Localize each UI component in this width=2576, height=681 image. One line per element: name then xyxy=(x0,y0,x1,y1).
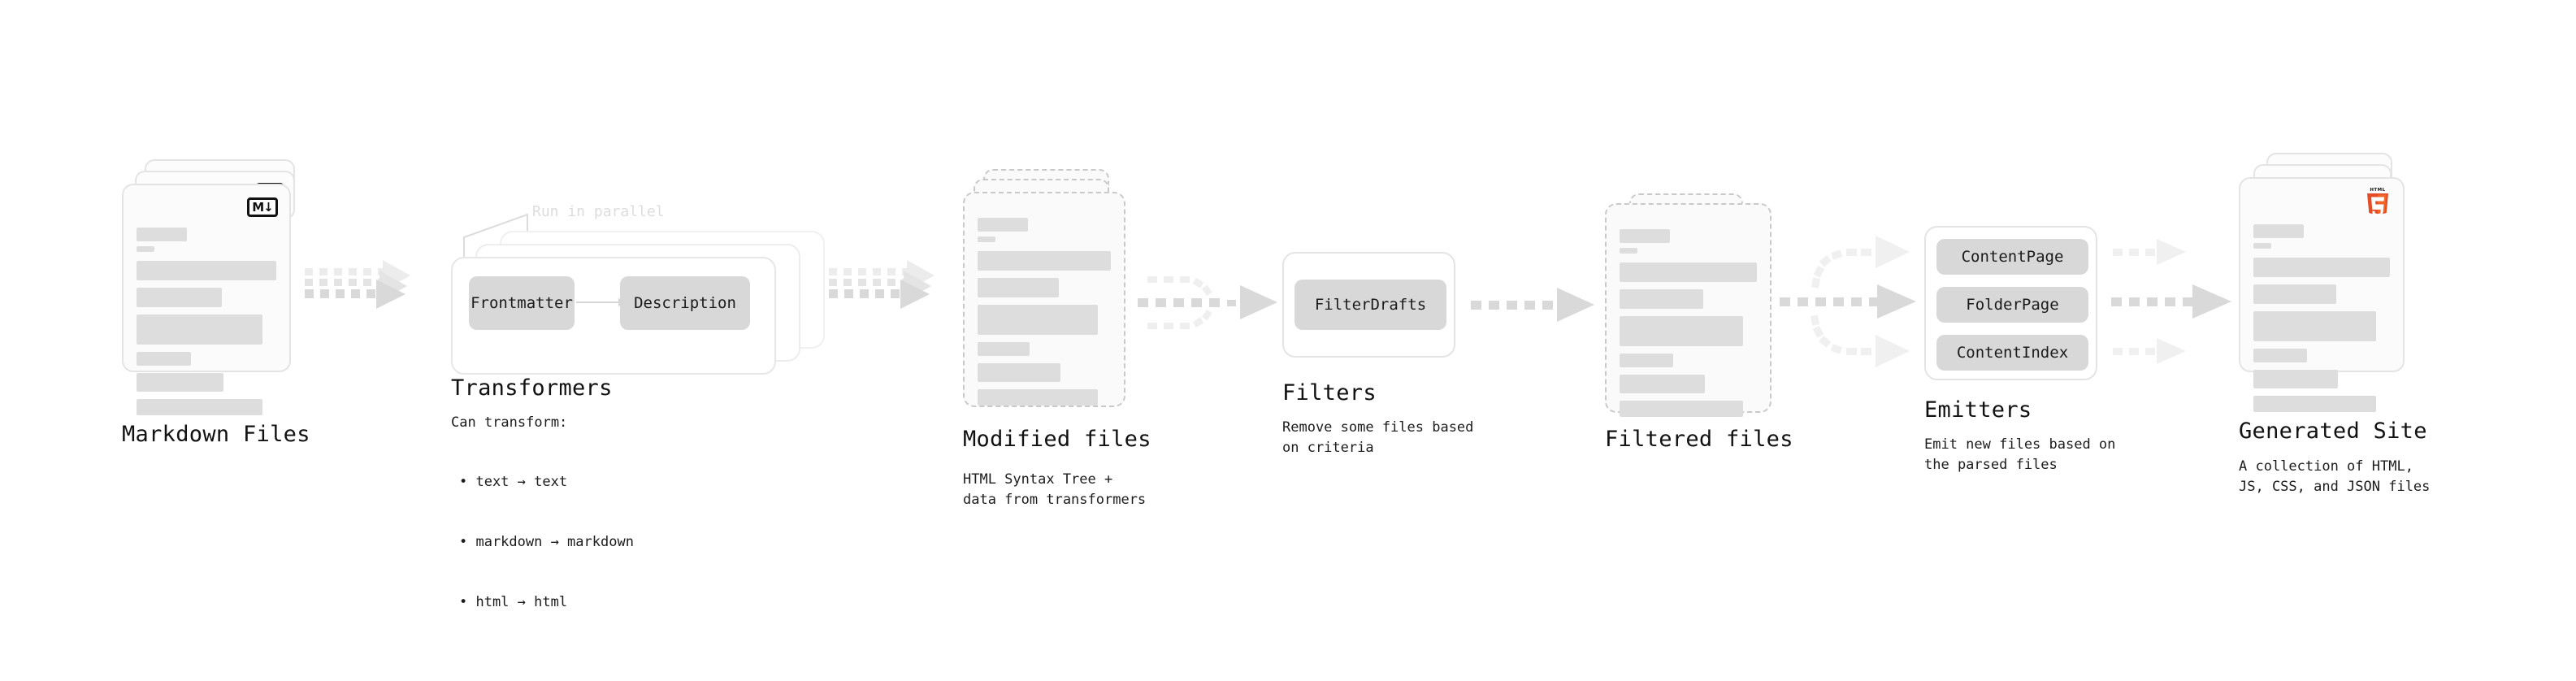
html5-icon: HTML xyxy=(2366,186,2390,217)
svg-text:HTML: HTML xyxy=(2370,188,2385,193)
skeleton-bar xyxy=(1620,229,1670,243)
skeleton-bar xyxy=(137,288,222,307)
transformer-card-front: Frontmatter Description xyxy=(451,257,776,375)
stage-modified-files xyxy=(963,169,1150,407)
bullet-item: • markdown → markdown xyxy=(459,534,634,551)
page-title-modified-files: Modified files xyxy=(963,427,1151,452)
transformers-subtitle-heading: Can transform: xyxy=(451,414,568,431)
markdown-icon: M↓ xyxy=(247,197,278,217)
run-in-parallel-bracket xyxy=(463,213,528,260)
skeleton-bar xyxy=(978,342,1030,356)
page-title-emitters: Emitters xyxy=(1924,397,2032,423)
site-doc-skeleton xyxy=(2253,224,2390,412)
skeleton-bar xyxy=(2253,311,2377,341)
skeleton-bar xyxy=(1620,316,1744,346)
connector-modified-to-filters xyxy=(1138,276,1277,329)
filtered-doc-front xyxy=(1605,203,1772,417)
skeleton-bar xyxy=(978,363,1060,382)
modified-doc-front xyxy=(963,192,1125,407)
emitters-subtitle: Emit new files based on the parsed files xyxy=(1924,436,2116,473)
skeleton-bar xyxy=(1620,354,1673,367)
bullet-item: • text → text xyxy=(459,474,568,491)
skeleton-bar xyxy=(137,261,276,280)
modified-files-subtitle: HTML Syntax Tree + data from transformer… xyxy=(963,471,1147,508)
filters-card: FilterDrafts xyxy=(1282,252,1455,358)
skeleton-bar xyxy=(2253,243,2271,249)
emitter-chip-folderpage[interactable]: FolderPage xyxy=(1936,287,2088,323)
stage-filtered-files xyxy=(1605,193,1784,417)
skeleton-bar xyxy=(1620,248,1637,254)
skeleton-bar xyxy=(1620,375,1705,393)
skeleton-bar xyxy=(2253,396,2377,412)
skeleton-bar xyxy=(137,314,262,345)
filtered-doc-skeleton xyxy=(1620,229,1757,417)
modified-doc-skeleton xyxy=(978,218,1111,406)
skeleton-bar xyxy=(978,236,995,242)
skeleton-bar xyxy=(978,278,1060,297)
skeleton-bar xyxy=(1620,401,1744,417)
connector-emitters-to-site xyxy=(2111,239,2231,364)
page-title-filters: Filters xyxy=(1282,380,1377,406)
connector-filters-to-filtered xyxy=(1471,288,1594,322)
transformers-bullets: • text → text • markdown → markdown • ht… xyxy=(459,432,634,653)
skeleton-bar xyxy=(2253,258,2390,277)
skeleton-bar xyxy=(2253,224,2304,238)
filters-subtitle: Remove some files based on criteria xyxy=(1282,419,1474,456)
html5-badge-wrap: HTML xyxy=(2362,184,2393,217)
page-title-filtered-files: Filtered files xyxy=(1605,427,1793,452)
run-in-parallel-note: Run in parallel xyxy=(532,203,665,220)
transformer-chip-frontmatter[interactable]: Frontmatter xyxy=(469,276,575,330)
emitter-chip-contentpage[interactable]: ContentPage xyxy=(1936,239,2088,275)
stage-transformers: Run in parallel Frontmatter Description xyxy=(443,192,825,375)
emitters-card: ContentPage FolderPage ContentIndex xyxy=(1924,226,2097,380)
connector-md-to-transformers xyxy=(305,260,410,309)
transformer-chip-description[interactable]: Description xyxy=(620,276,750,330)
skeleton-bar xyxy=(2253,284,2337,304)
generated-site-subtitle: A collection of HTML, JS, CSS, and JSON … xyxy=(2239,458,2431,495)
filter-chip-filterdrafts[interactable]: FilterDrafts xyxy=(1295,280,1446,330)
connector-transformers-to-modified xyxy=(829,260,935,309)
skeleton-bar xyxy=(1620,262,1757,282)
skeleton-bar xyxy=(137,352,192,366)
emitter-chip-contentindex[interactable]: ContentIndex xyxy=(1936,335,2088,371)
skeleton-bar xyxy=(1620,289,1704,309)
markdown-badge-front: M↓ xyxy=(247,195,278,219)
bullet-item: • html → html xyxy=(459,594,568,611)
skeleton-bar xyxy=(978,389,1098,406)
skeleton-bar xyxy=(978,218,1028,232)
stage-markdown-files: M↓ M↓ M↓ xyxy=(122,159,309,415)
stage-generated-site: CSS HTML xyxy=(2239,153,2426,412)
page-title-generated-site: Generated Site xyxy=(2239,419,2427,444)
skeleton-bar xyxy=(978,305,1098,335)
transformer-inner-arrow xyxy=(576,298,628,306)
page-title-markdown-files: Markdown Files xyxy=(122,422,310,447)
markdown-doc-front: M↓ xyxy=(122,184,291,415)
skeleton-bar xyxy=(978,251,1111,271)
page-title-transformers: Transformers xyxy=(451,375,613,401)
skeleton-bar xyxy=(137,246,154,252)
skeleton-bar xyxy=(137,228,187,241)
skeleton-bar xyxy=(137,373,223,392)
site-doc-front-html: HTML xyxy=(2239,177,2405,412)
skeleton-bar xyxy=(137,399,262,415)
skeleton-bar xyxy=(2253,370,2339,388)
connector-filtered-to-emitters xyxy=(1780,236,1916,367)
markdown-doc-skeleton xyxy=(137,228,276,415)
skeleton-bar xyxy=(2253,349,2307,362)
